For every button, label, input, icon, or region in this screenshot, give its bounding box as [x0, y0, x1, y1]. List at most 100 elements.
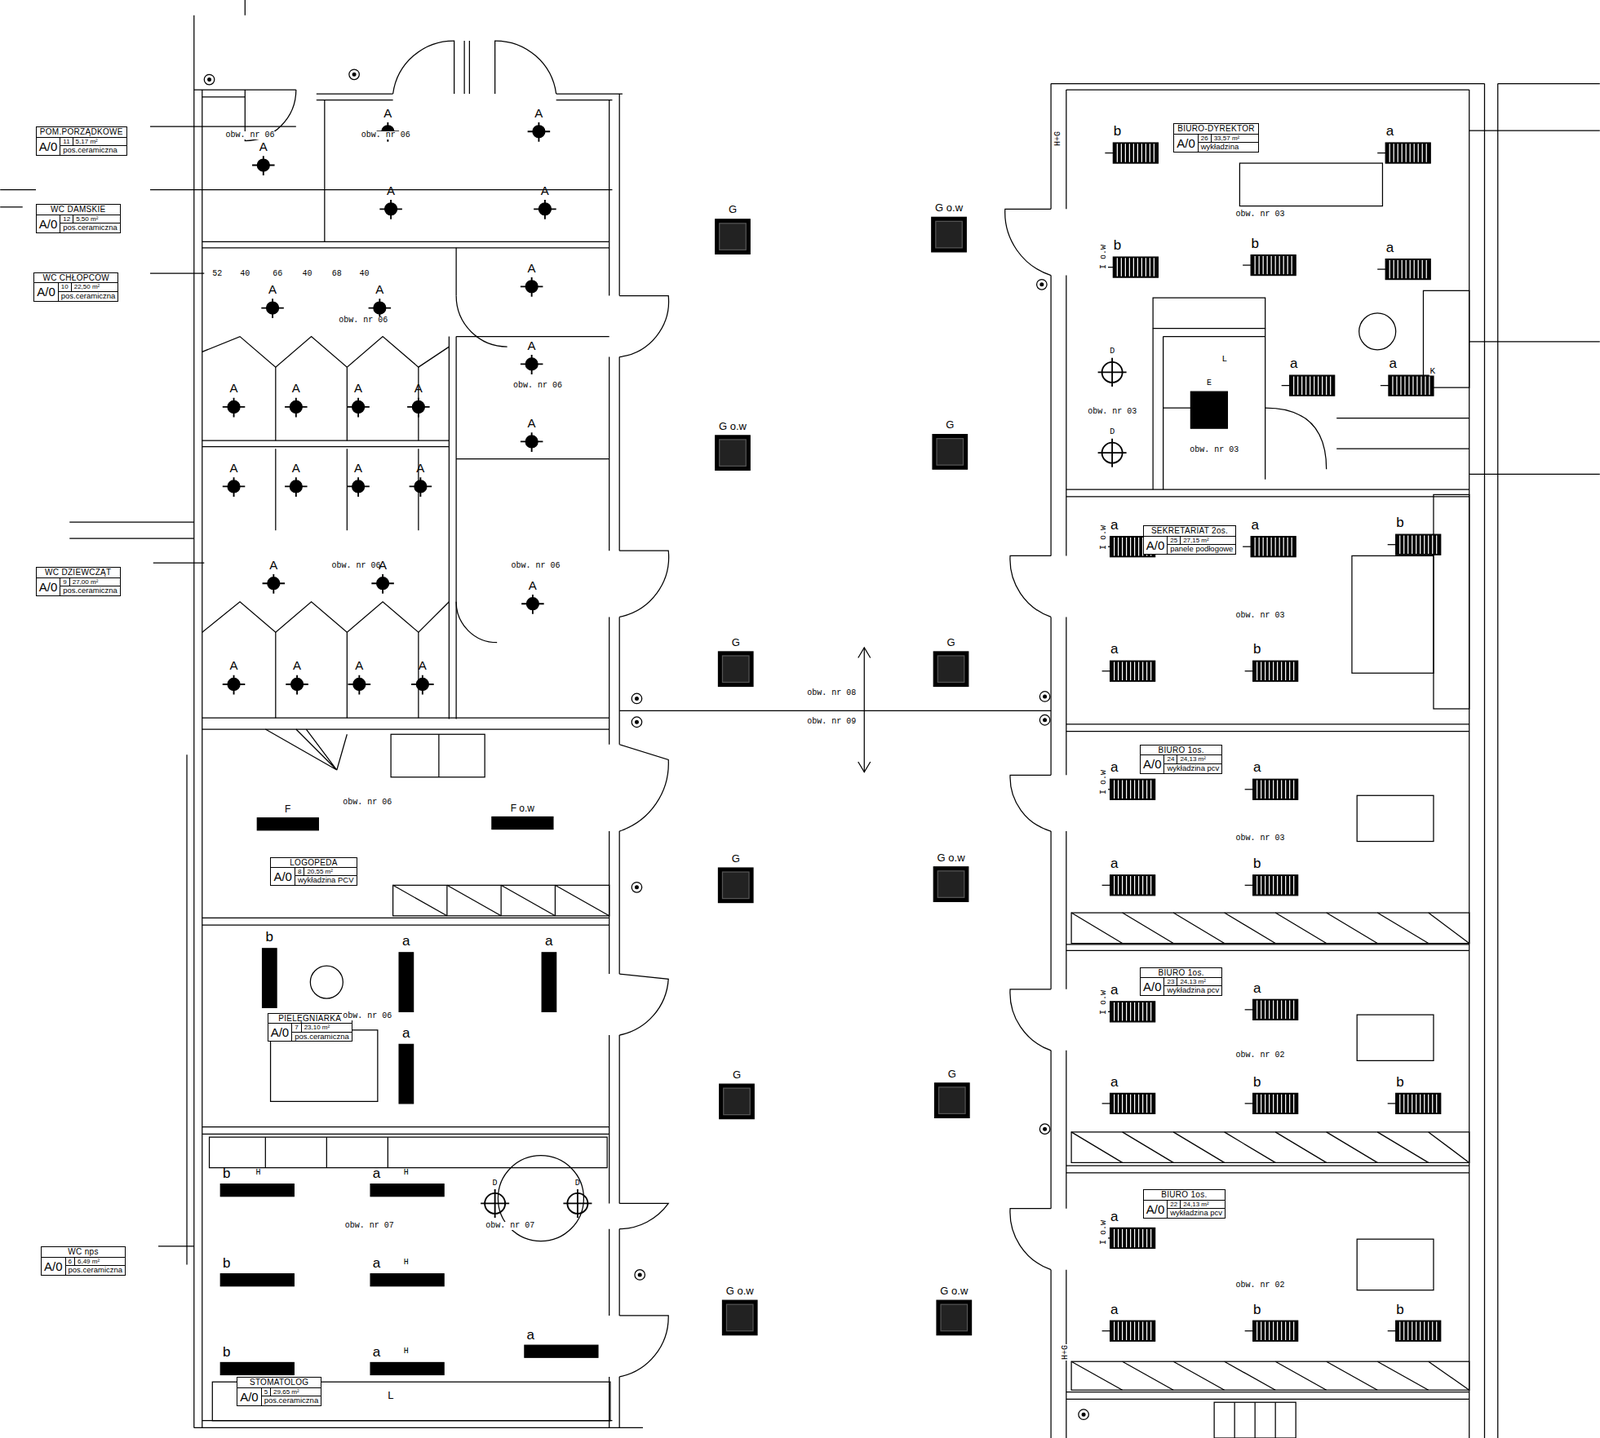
luminaire-label: A	[268, 282, 277, 295]
luminaire-label: a	[402, 934, 410, 949]
luminaire-symbol	[1114, 780, 1152, 800]
luminaire-symbol	[541, 952, 557, 1013]
room-name: LOGOPEDA	[270, 858, 356, 869]
luminaire-symbol	[1400, 1321, 1437, 1341]
annotation-label: H	[403, 1169, 410, 1178]
annotation-label: 68	[331, 270, 343, 279]
floor-finish: pos.ceramiczna	[292, 1032, 352, 1042]
room-number: 10	[58, 283, 72, 291]
annotation-label: obw. nr 02	[1235, 1281, 1286, 1290]
leader-lines	[0, 126, 1600, 1247]
luminaire-symbol	[1114, 661, 1152, 681]
luminaire-label: D	[492, 1179, 498, 1188]
luminaire-label: A	[375, 282, 384, 295]
annotation-label: obw. nr 07	[344, 1222, 395, 1231]
luminaire-label: E	[1206, 379, 1212, 388]
annotation-label: obw. nr 03	[1188, 446, 1240, 455]
luminaire-symbol	[1110, 1093, 1156, 1114]
room-label-body: A/02424,13 m²wykładzina pcv	[1140, 755, 1222, 773]
luminaire-label: A	[229, 460, 238, 474]
luminaire-symbol	[1257, 1001, 1295, 1020]
room-label-body: A/0529,65 m²pos.ceramiczna	[237, 1388, 321, 1406]
luminaire-symbol	[1254, 537, 1292, 557]
room-area: 5,50 m²	[73, 215, 101, 223]
luminaire-symbol	[284, 477, 308, 497]
floor-finish: pos.ceramiczna	[60, 586, 120, 596]
luminaire-symbol	[715, 219, 751, 255]
luminaire-symbol	[1257, 780, 1295, 800]
luminaire-symbol	[1116, 257, 1154, 277]
room-label-column: 2424,13 m²wykładzina pcv	[1164, 755, 1222, 773]
floor-finish: panele podłogowe	[1167, 545, 1236, 555]
luminaire-label: a	[1386, 124, 1394, 138]
room-code: A/0	[36, 578, 62, 596]
luminaire-symbol	[1289, 375, 1335, 396]
luminaire-symbol	[524, 1345, 599, 1358]
luminaire-symbol	[262, 948, 278, 1009]
luminaire-label: G	[945, 419, 954, 430]
annotation-label: H	[403, 1347, 410, 1357]
room-area: 29,65 m²	[270, 1388, 302, 1397]
luminaire-label: G o.w	[935, 201, 963, 213]
room-label-body: A/066,49 m²pos.ceramiczna	[41, 1258, 125, 1276]
luminaire-label: a	[1289, 356, 1298, 371]
room-label-box: STOMATOLOGA/0529,65 m²pos.ceramiczna	[236, 1377, 322, 1407]
room-label-row: 115,17 m²	[60, 137, 126, 147]
annotation-label: H	[403, 1258, 410, 1268]
luminaire-label: D	[575, 1179, 581, 1188]
luminaire-symbol	[370, 1274, 444, 1287]
luminaire-label: b	[1396, 515, 1404, 530]
room-area: 27,15 m²	[1180, 536, 1212, 545]
floor-finish: wykładzina PCV	[295, 876, 357, 886]
luminaire-symbol	[935, 221, 963, 249]
luminaire-symbol	[1387, 1330, 1397, 1332]
luminaire-label: b	[1253, 642, 1261, 656]
room-code: A/0	[1140, 978, 1166, 996]
luminaire-symbol	[409, 477, 433, 497]
luminaire-symbol	[1257, 661, 1295, 681]
room-number: 5	[261, 1388, 271, 1397]
luminaire-symbol	[1388, 375, 1434, 396]
room-area: 27,00 m²	[70, 578, 102, 586]
luminaire-symbol	[520, 277, 544, 297]
luminaire-label: F	[284, 804, 291, 815]
luminaire-symbol	[719, 1084, 755, 1120]
luminaire-label: A	[418, 659, 427, 672]
luminaire-symbol	[348, 675, 372, 696]
luminaire-symbol	[726, 1304, 754, 1332]
room-code: A/0	[1143, 1201, 1169, 1219]
luminaire-symbol	[1389, 143, 1427, 163]
luminaire-symbol	[222, 477, 246, 497]
room-label-body: A/0927,00 m²pos.ceramiczna	[36, 578, 120, 596]
luminaire-label: a	[1110, 517, 1118, 532]
luminaire-label: F o.w	[510, 803, 535, 814]
room-label-column: 2527,15 m²panele podłogowe	[1167, 536, 1236, 555]
luminaire-symbol	[936, 1300, 972, 1336]
luminaire-symbol	[1400, 535, 1437, 555]
luminaire-label: a	[1110, 1302, 1118, 1317]
luminaire-symbol	[480, 1189, 510, 1219]
luminaire-symbol	[398, 1044, 414, 1104]
annotation-label: L	[386, 1389, 395, 1401]
luminaire-symbol	[1245, 670, 1254, 672]
room-name: WC DAMSKIE	[36, 204, 120, 216]
room-number: 25	[1167, 536, 1181, 545]
annotation-label: obw. nr 03	[1235, 210, 1286, 219]
luminaire-symbol	[940, 1304, 968, 1332]
luminaire-label: G	[731, 852, 741, 864]
room-label-box: WC CHŁOPCÓWA/01022,50 m²pos.ceramiczna	[33, 272, 119, 302]
floor-finish: wykładzina pcv	[1167, 1209, 1225, 1219]
floor-finish: pos.ceramiczna	[60, 146, 126, 156]
luminaire-symbol	[1112, 257, 1158, 278]
room-code: A/0	[36, 137, 62, 156]
room-label-column: 2224,13 m²wykładzina pcv	[1167, 1201, 1225, 1219]
room-label-body: A/01022,50 m²pos.ceramiczna	[34, 283, 118, 301]
annotation-label: obw. nr 02	[1235, 1051, 1286, 1060]
luminaire-label: a	[1386, 239, 1394, 254]
luminaire-symbol	[346, 477, 370, 497]
luminaire-symbol	[1245, 1330, 1254, 1332]
room-number: 26	[1198, 134, 1212, 142]
room-label-body: A/02324,13 m²wykładzina pcv	[1140, 978, 1222, 996]
annotation-label: 66	[271, 270, 284, 279]
